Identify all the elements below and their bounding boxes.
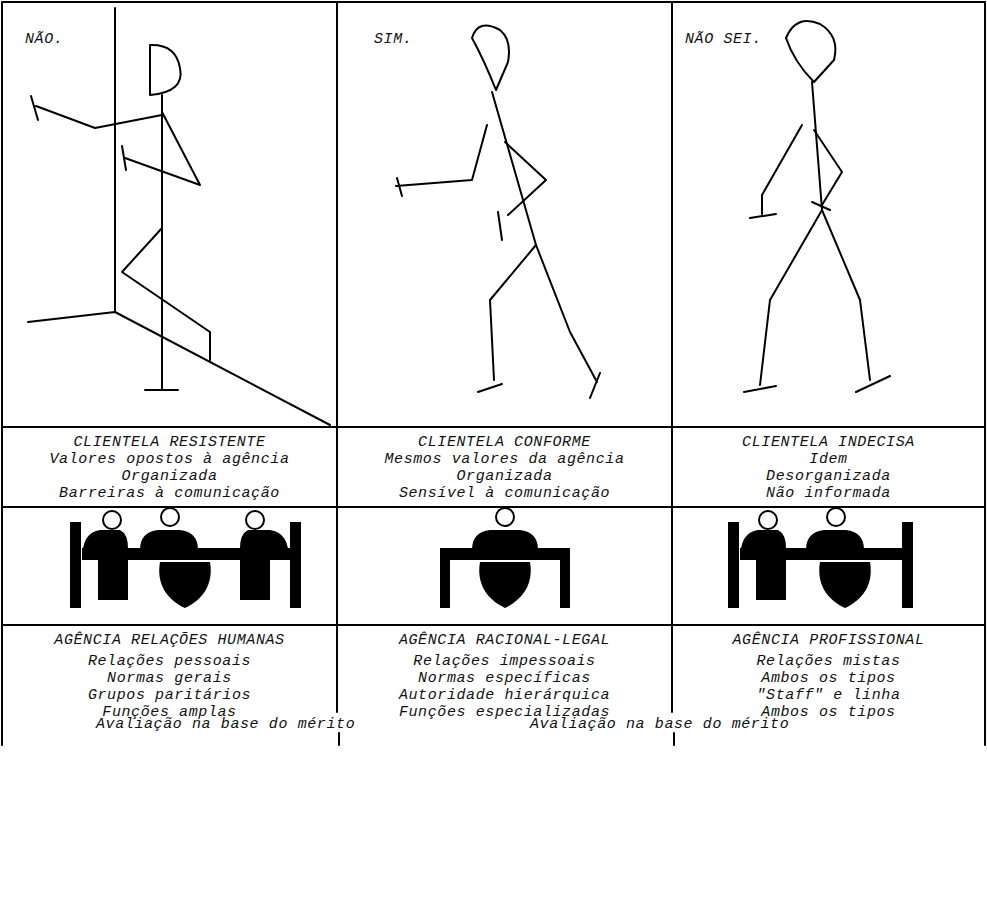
floor-line [28,312,330,425]
grid-line [336,2,338,712]
chair-back [902,522,913,608]
table-legs [159,562,211,608]
figure-arm [498,142,546,240]
cell-heading: CLIENTELA RESISTENTE [3,434,336,451]
cell-line: Relações pessoais [3,653,336,670]
cell-heading: SIM. [374,31,671,48]
table-cell: AGÊNCIA RACIONAL-LEGAL Relações impessoai… [338,626,671,721]
cell-line: Relações impessoais [338,653,671,670]
table-legs [479,562,531,608]
table-cell: CLIENTELA INDECISAIdemDesorganizadaNão i… [673,428,984,506]
cell-line: Grupos paritários [3,687,336,704]
figure-leg [122,228,210,360]
cell-line: Sensível à comunicação [338,485,671,502]
cell-line: Organizada [338,468,671,485]
figure-head [472,26,509,91]
table-legs [819,562,871,608]
meeting-icon [728,508,913,608]
chair-back [290,522,301,608]
cell-line: Idem [673,451,984,468]
figure-leg [744,210,822,392]
cell-line: Não informada [673,485,984,502]
table-cell: CLIENTELA RESISTENTEValores opostos à ag… [3,428,336,506]
cell-heading: NÃO SEI. [685,31,984,48]
footer-note: Avaliação na base do mérito [530,716,789,733]
frame-line [2,1,985,3]
person-body [472,530,538,550]
person-head [759,511,777,529]
person-head [246,511,264,529]
person-body [240,530,289,600]
person-head [827,508,845,526]
person-head [103,511,121,529]
figure-arm [31,96,162,128]
figure-body [812,82,822,210]
table-top [82,548,290,560]
desk-icon [440,508,570,608]
wall-line [114,8,116,312]
cell-heading: AGÊNCIA RACIONAL-LEGAL [338,632,671,649]
table-leg [440,548,450,608]
cell-line: Barreiras à comunicação [3,485,336,502]
figure-arm [812,130,842,210]
figure-leg [536,245,600,398]
cell-line: Organizada [3,468,336,485]
person-body [806,530,864,550]
cell-line: Desorganizada [673,468,984,485]
cell-line: Normas gerais [3,670,336,687]
meeting-icon [70,508,301,608]
cell-heading: NÃO. [25,31,336,48]
table-cell: NÃO. [3,3,336,426]
figure-leg [822,210,890,392]
table-leg [560,548,570,608]
figure-head [150,45,181,95]
table-cell: CLIENTELA CONFORMEMesmos valores da agên… [338,428,671,506]
person-body [140,530,198,550]
chair-back [70,522,81,608]
cell-line: Autoridade hierárquica [338,687,671,704]
figure-arm [396,125,487,196]
grid-tick [338,733,340,745]
table-cell: SIM. [338,3,671,426]
figure-head [786,21,835,82]
cell-line: "Staff" e linha [673,687,984,704]
grid-tick [673,733,675,745]
table-top [440,548,570,560]
grid-line [2,426,985,428]
chair-back [728,522,739,608]
table-top [740,548,902,560]
frame-line [1,2,3,745]
person-head [496,508,514,526]
footer-note: Avaliação na base do mérito [96,716,355,733]
cell-heading: AGÊNCIA PROFISSIONAL [673,632,984,649]
figure-arm [750,125,802,218]
table-cell: AGÊNCIA PROFISSIONAL Relações mistasAmbos… [673,626,984,721]
person-body [740,530,786,600]
cell-heading: AGÊNCIA RELAÇÕES HUMANAS [3,632,336,649]
figure-leg [478,245,536,392]
cell-line: Valores opostos à agência [3,451,336,468]
cell-line: Normas específicas [338,670,671,687]
table-cell: NÃO SEI. [673,3,984,426]
frame-line [984,2,986,745]
cell-heading: CLIENTELA CONFORME [338,434,671,451]
figure-arm [122,112,200,185]
person-body [82,530,128,600]
grid-line [2,624,985,626]
cell-heading: CLIENTELA INDECISA [673,434,984,451]
grid-line [671,2,673,712]
cell-line: Ambos os tipos [673,670,984,687]
cell-line: Relações mistas [673,653,984,670]
table-cell: AGÊNCIA RELAÇÕES HUMANAS Relações pessoai… [3,626,336,721]
cell-line: Mesmos valores da agência [338,451,671,468]
person-head [161,508,179,526]
